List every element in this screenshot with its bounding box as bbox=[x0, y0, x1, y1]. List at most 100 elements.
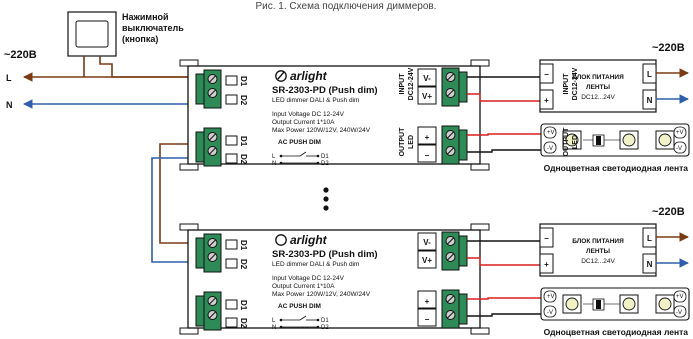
cross-wire-n bbox=[151, 157, 206, 263]
psu-voltage: DC12...24V bbox=[581, 258, 615, 265]
output-label: OUTPUT bbox=[399, 127, 406, 157]
psu-minus-box bbox=[539, 63, 554, 84]
led-chip-icon bbox=[562, 130, 582, 150]
schem-d1: D1 bbox=[321, 154, 329, 160]
psu-plus-box bbox=[539, 89, 554, 110]
resistor-icon bbox=[592, 134, 605, 147]
psu-n-label: N bbox=[647, 96, 653, 105]
terminal-screw bbox=[207, 238, 218, 248]
input-polarity-box bbox=[417, 86, 437, 105]
terminal-label: D1 bbox=[239, 240, 248, 251]
psu-title-line2: ЛЕНТЫ bbox=[586, 248, 610, 255]
mount-ear-left-top bbox=[179, 223, 199, 231]
schem-l: L bbox=[272, 154, 276, 160]
input-polarity-label: V- bbox=[423, 238, 431, 247]
output-polarity-box bbox=[417, 126, 437, 145]
psu-title-line1: БЛОК ПИТАНИЯ bbox=[572, 238, 624, 245]
input-polarity-label: V+ bbox=[422, 256, 432, 265]
led-chip-icon bbox=[655, 130, 675, 150]
psu-minus-box bbox=[539, 227, 554, 248]
mount-ear-right-bottom bbox=[470, 163, 490, 171]
psu-mains-voltage-label: ~220В bbox=[652, 42, 685, 54]
output-sub-label: LED bbox=[408, 135, 415, 149]
push-button-label-line3: (кнопка) bbox=[122, 34, 158, 44]
terminal-label: D2 bbox=[239, 259, 248, 270]
strip-pad-minus-left bbox=[543, 141, 557, 154]
psu-l-label: L bbox=[647, 234, 652, 243]
terminal-screw bbox=[207, 252, 218, 262]
terminal-indicator bbox=[225, 135, 238, 146]
wire-strip-plus bbox=[467, 297, 541, 300]
dimmer-spec-power: Max Power 120W/12V, 240W/24V bbox=[272, 291, 371, 298]
input-label: INPUT bbox=[563, 73, 570, 95]
dimmer-spec-current: Output Current 1*10A bbox=[272, 119, 335, 126]
mount-ear-left-bottom bbox=[179, 327, 199, 335]
term-left-upper-side bbox=[195, 73, 205, 105]
psu-plus-label: + bbox=[544, 96, 549, 105]
input-polarity-box bbox=[417, 68, 437, 87]
mains-l-label: L bbox=[6, 73, 12, 83]
input-polarity-label: V- bbox=[423, 74, 431, 83]
schem-d2: D2 bbox=[321, 325, 329, 331]
terminal-label: D2 bbox=[239, 318, 248, 329]
mains-n-label: N bbox=[6, 100, 13, 110]
wire-strip-plus bbox=[467, 133, 541, 136]
terminal-screw bbox=[207, 296, 218, 306]
psu-housing bbox=[539, 59, 657, 113]
wire-strip-minus bbox=[467, 313, 541, 317]
wire-strip-minus bbox=[467, 149, 541, 153]
strip-pin-minus-left: -V bbox=[547, 146, 553, 152]
psu-minus-label: − bbox=[544, 70, 549, 79]
term-right-input-side bbox=[458, 71, 468, 103]
led-strip-label: Одноцветная светодиодная лента bbox=[544, 163, 689, 173]
terminal-screw bbox=[207, 88, 218, 98]
terminal-screw bbox=[445, 88, 456, 98]
output-polarity-label: − bbox=[425, 315, 430, 324]
terminal-label: D1 bbox=[239, 136, 248, 147]
input-voltage-label: DC12-24V bbox=[572, 67, 579, 100]
terminal-screw bbox=[445, 252, 456, 262]
psu-title-line1: БЛОК ПИТАНИЯ bbox=[572, 74, 624, 81]
input-label: INPUT bbox=[399, 73, 406, 95]
input-voltage-label: DC12-24V bbox=[408, 67, 415, 100]
wire-psu-plus bbox=[467, 93, 540, 102]
terminal-indicator bbox=[225, 153, 238, 164]
term-right-input-side bbox=[458, 235, 468, 267]
term-right-output-side bbox=[458, 293, 468, 325]
terminal-screw bbox=[207, 132, 218, 142]
terminal-label: D2 bbox=[239, 154, 248, 165]
term-left-upper-side bbox=[195, 237, 205, 269]
push-button-label-line1: Нажимной bbox=[122, 12, 169, 22]
button-wire-d1 bbox=[99, 56, 206, 78]
schem-d2: D2 bbox=[321, 161, 329, 167]
strip-pin-plus-left: +V bbox=[547, 130, 555, 136]
output-polarity-box bbox=[417, 290, 437, 309]
dimmer-spec-power: Max Power 120W/12V, 240W/24V bbox=[272, 127, 371, 134]
output-polarity-label: − bbox=[425, 151, 430, 160]
dimmer-model: SR-2303-PD (Push dim) bbox=[272, 249, 378, 260]
psu-plus-box bbox=[539, 253, 554, 274]
psu-voltage: DC12...24V bbox=[581, 94, 615, 101]
input-polarity-box bbox=[417, 250, 437, 269]
led-chip-icon bbox=[619, 294, 639, 314]
dimmer-spec-current: Output Current 1*10A bbox=[272, 283, 335, 290]
terminal-screw bbox=[207, 74, 218, 84]
schem-n: N bbox=[272, 161, 276, 167]
dimmer-ac-label: AC PUSH DIM bbox=[278, 139, 321, 146]
strip-pad-plus-left bbox=[543, 290, 557, 303]
mount-ear-right-top bbox=[470, 59, 490, 67]
strip-pad-minus-left bbox=[543, 305, 557, 318]
mount-ear-right-bottom bbox=[470, 327, 490, 335]
psu-minus-label: − bbox=[544, 234, 549, 243]
terminal-screw bbox=[207, 310, 218, 320]
terminal-indicator bbox=[225, 239, 238, 250]
terminal-indicator bbox=[225, 317, 238, 328]
schem-switch-icon bbox=[279, 315, 320, 329]
psu-title-line2: ЛЕНТЫ bbox=[586, 84, 610, 91]
input-polarity-label: V+ bbox=[422, 92, 432, 101]
strip-pad-plus-left bbox=[543, 126, 557, 139]
terminal-screw bbox=[445, 146, 456, 156]
figure-caption: Рис. 1. Схема подключения диммеров. bbox=[255, 1, 436, 12]
